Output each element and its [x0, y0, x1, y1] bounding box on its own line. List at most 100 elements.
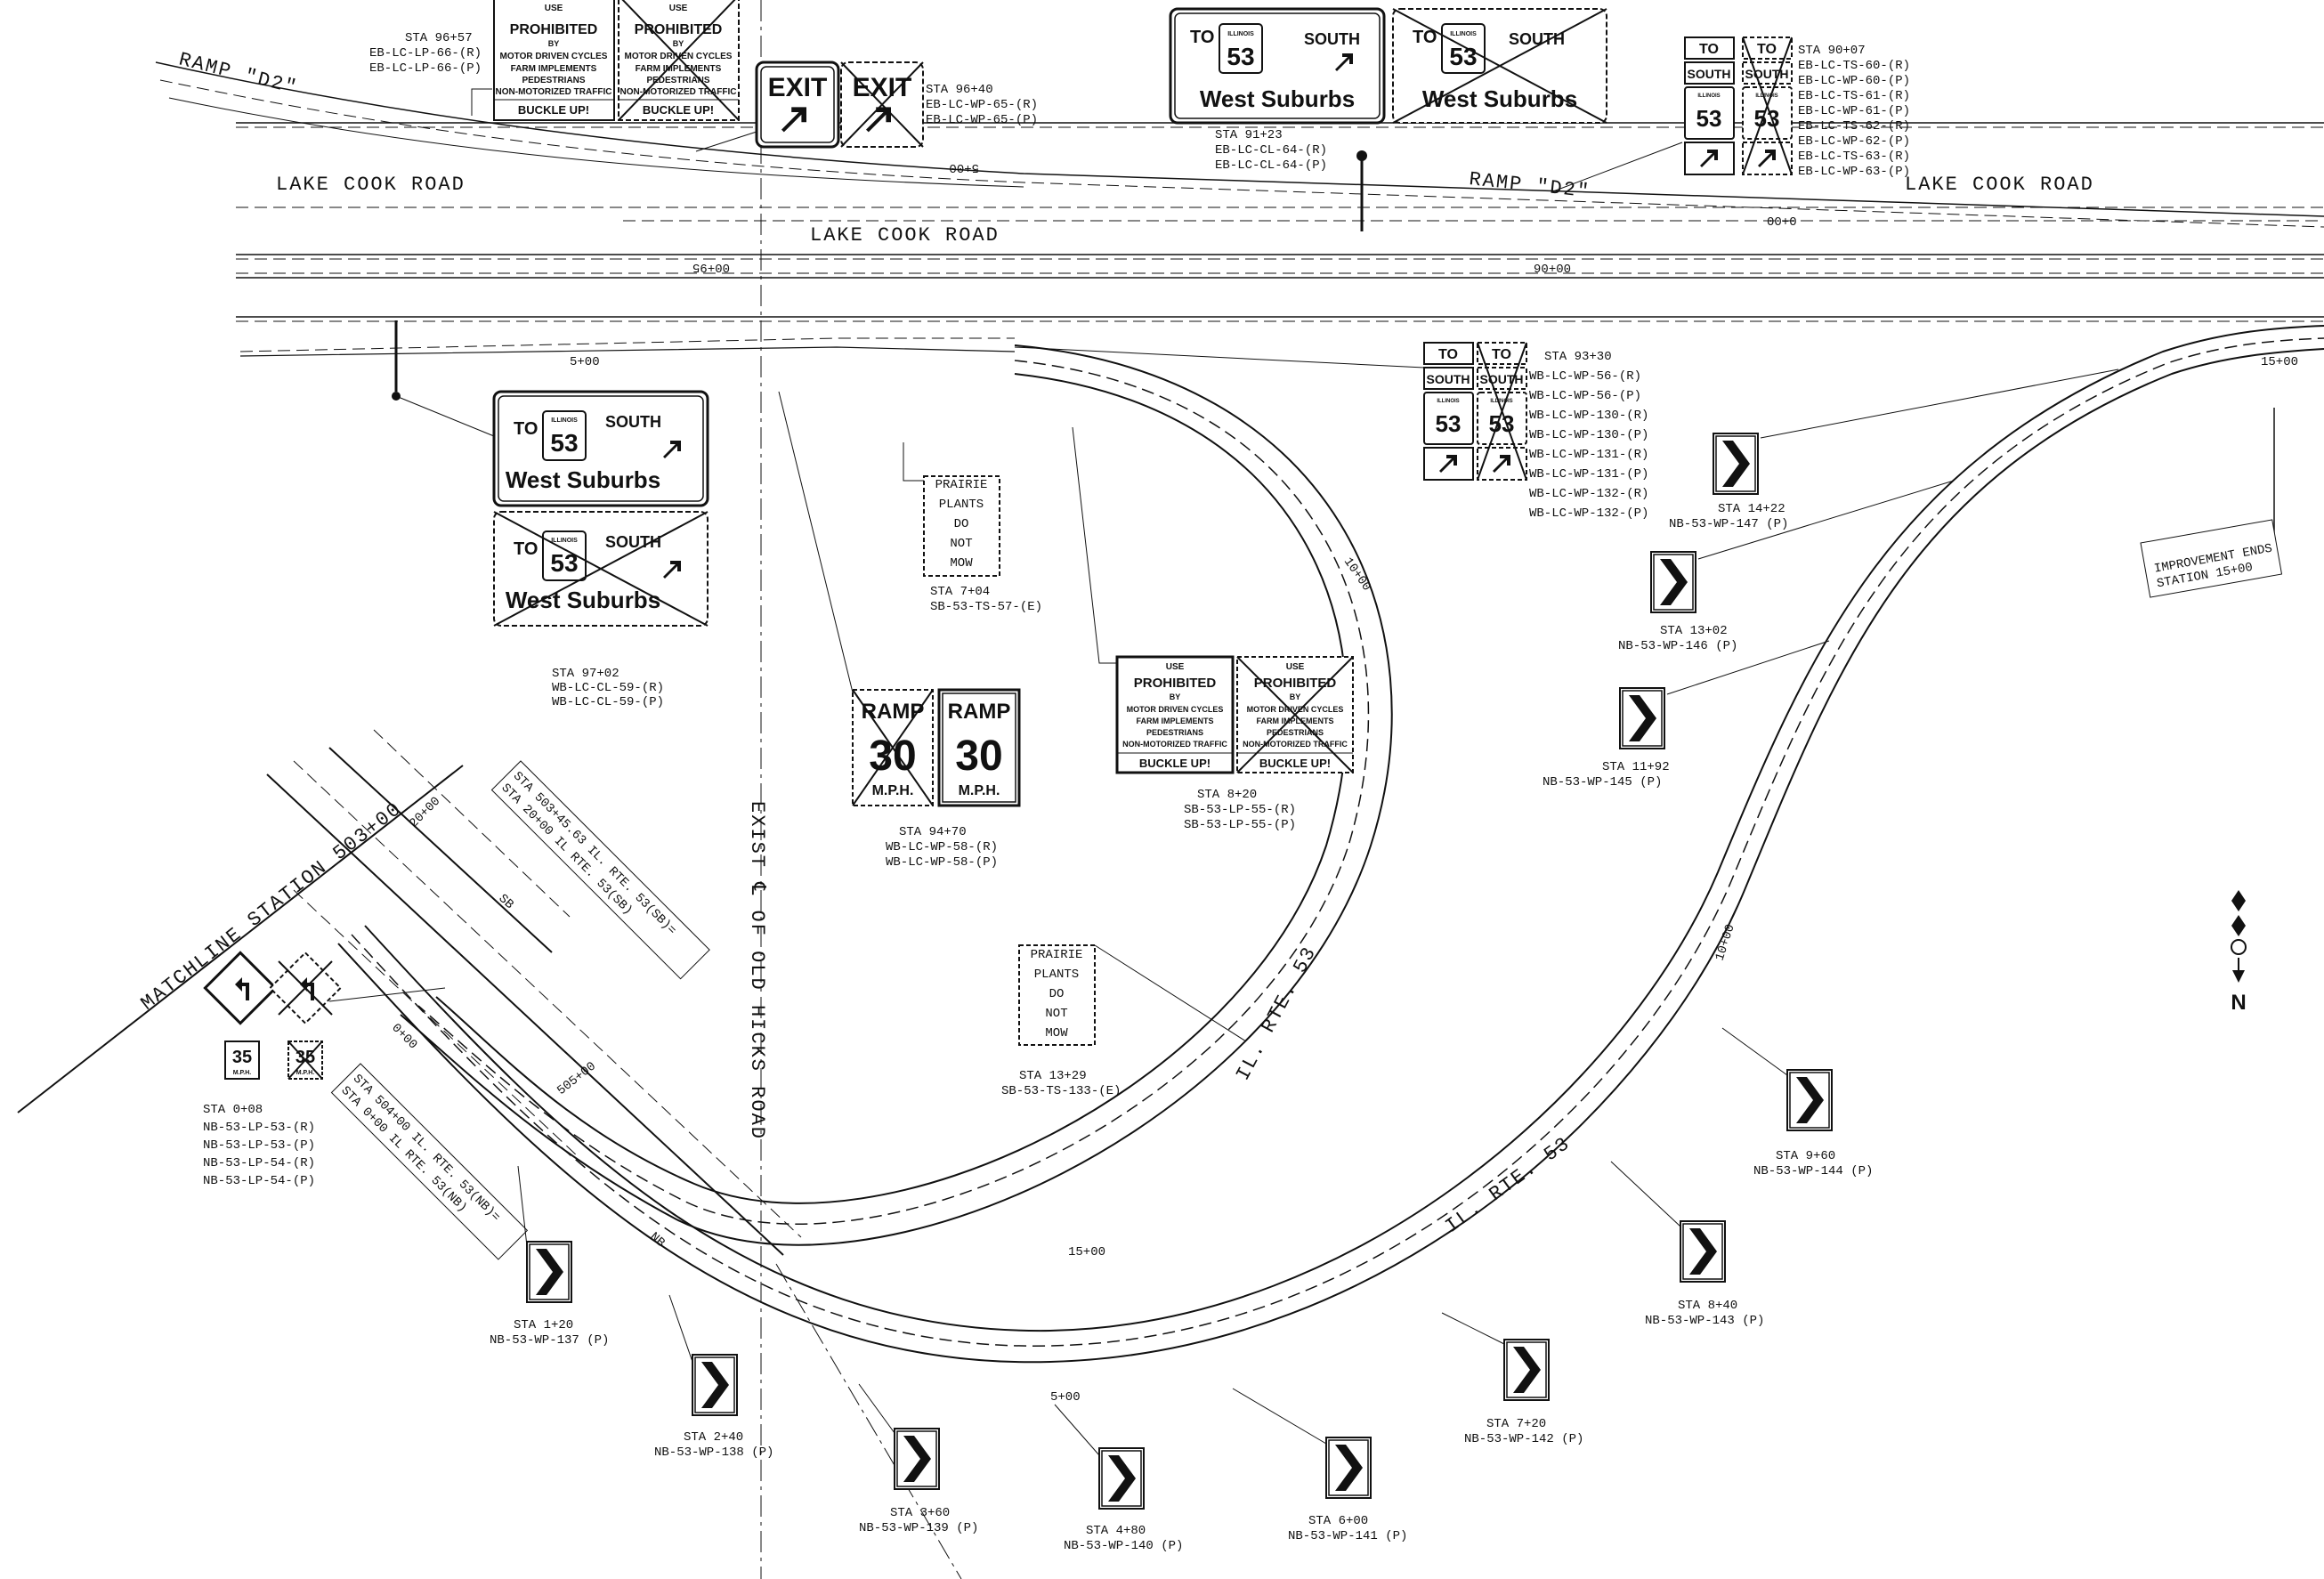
svg-text:NON-MOTORIZED TRAFFIC: NON-MOTORIZED TRAFFIC	[496, 87, 612, 97]
svg-text:PEDESTRIANS: PEDESTRIANS	[1267, 728, 1324, 737]
ramp-d2-label: RAMP "D2"	[176, 49, 300, 100]
svg-text:ILLINOIS: ILLINOIS	[1227, 31, 1254, 37]
equation-line: STA 503+45.63 IL. RTE. 53(SB)=	[510, 769, 679, 938]
svg-text:PROHIBITED: PROHIBITED	[1134, 676, 1217, 691]
station-label: 5+00	[570, 355, 600, 369]
svg-text:West Suburbs: West Suburbs	[506, 466, 660, 493]
svg-text:ILLINOIS: ILLINOIS	[1697, 93, 1720, 99]
station-label: 10+00	[1713, 923, 1738, 963]
svg-text:SOUTH: SOUTH	[1427, 372, 1470, 386]
svg-text:ILLINOIS: ILLINOIS	[1490, 399, 1512, 404]
svg-text:BY: BY	[1290, 692, 1301, 701]
svg-text:SOUTH: SOUTH	[1688, 67, 1731, 81]
svg-text:35: 35	[232, 1048, 252, 1067]
station-label: 00+95	[692, 260, 730, 274]
svg-text:RAMP: RAMP	[862, 700, 925, 724]
svg-text:M.P.H.: M.P.H.	[233, 1070, 252, 1076]
svg-text:TO: TO	[1492, 347, 1511, 362]
svg-text:ILLINOIS: ILLINOIS	[1450, 31, 1477, 37]
svg-text:PEDESTRIANS: PEDESTRIANS	[1146, 728, 1203, 737]
north-arrow: N	[2231, 890, 2247, 1015]
svg-text:FARM IMPLEMENTS: FARM IMPLEMENTS	[1257, 717, 1334, 725]
svg-text:SOUTH: SOUTH	[605, 413, 661, 431]
svg-text:SOUTH: SOUTH	[1480, 372, 1524, 386]
svg-text:NON-MOTORIZED TRAFFIC: NON-MOTORIZED TRAFFIC	[1243, 740, 1348, 749]
svg-text:West Suburbs: West Suburbs	[1422, 85, 1577, 112]
svg-text:MOTOR DRIVEN CYCLES: MOTOR DRIVEN CYCLES	[1127, 705, 1224, 714]
svg-text:SOUTH: SOUTH	[1509, 30, 1565, 48]
svg-text:53: 53	[1436, 410, 1462, 437]
station-equation-sb: STA 503+45.63 IL. RTE. 53(SB)= STA 20+00…	[490, 760, 710, 980]
svg-text:NOT: NOT	[1045, 1007, 1067, 1021]
svg-text:BUCKLE UP!: BUCKLE UP!	[1259, 757, 1331, 770]
old-hicks-road-label: EXIST ℄ OF OLD HICKS ROAD	[746, 801, 768, 1140]
svg-text:NON-MOTORIZED TRAFFIC: NON-MOTORIZED TRAFFIC	[620, 87, 737, 97]
station-label: 15+00	[1068, 1245, 1105, 1259]
svg-text:PLANTS: PLANTS	[1034, 968, 1079, 982]
svg-text:MOW: MOW	[1045, 1026, 1068, 1041]
equation-line: STA 20+00 IL RTE. 53(SB)	[498, 781, 636, 919]
svg-text:NOT: NOT	[950, 537, 972, 551]
svg-text:SOUTH: SOUTH	[1304, 30, 1360, 48]
svg-text:30: 30	[955, 733, 1002, 780]
station-label: 15+00	[2261, 355, 2298, 369]
svg-text:BUCKLE UP!: BUCKLE UP!	[1139, 757, 1211, 770]
svg-text:RAMP: RAMP	[948, 700, 1011, 724]
station-label: 505+00	[555, 1059, 599, 1098]
svg-text:USE: USE	[545, 4, 563, 13]
station-label: 20+00	[407, 795, 443, 831]
svg-text:M.P.H.: M.P.H.	[296, 1070, 315, 1076]
svg-text:MOTOR DRIVEN CYCLES: MOTOR DRIVEN CYCLES	[1247, 705, 1344, 714]
svg-text:DO: DO	[954, 517, 969, 531]
svg-text:FARM IMPLEMENTS: FARM IMPLEMENTS	[636, 64, 722, 74]
svg-text:SOUTH: SOUTH	[1745, 67, 1789, 81]
station-label: 00+06	[1534, 260, 1571, 274]
svg-text:BY: BY	[1170, 692, 1181, 701]
svg-text:TO: TO	[1413, 28, 1437, 47]
svg-text:EXIT: EXIT	[853, 73, 912, 102]
svg-text:USE: USE	[1286, 662, 1305, 672]
svg-text:PROHIBITED: PROHIBITED	[1254, 676, 1337, 691]
svg-text:TO: TO	[1190, 28, 1214, 47]
use-prohibited-sign-middle: USE PROHIBITED BY MOTOR DRIVEN CYCLES FA…	[1072, 426, 1354, 832]
svg-text:BUCKLE UP!: BUCKLE UP!	[518, 103, 589, 117]
svg-text:ILLINOIS: ILLINOIS	[551, 417, 578, 424]
svg-text:53: 53	[1696, 105, 1722, 132]
guide-sign-top: TO ILLINOIS 53 SOUTH West Suburbs TO ILL…	[1169, 7, 1607, 231]
lake-cook-road-label: LAKE COOK ROAD	[276, 174, 466, 196]
svg-text:DO: DO	[1049, 987, 1065, 1001]
svg-text:FARM IMPLEMENTS: FARM IMPLEMENTS	[1137, 717, 1214, 725]
svg-text:ILLINOIS: ILLINOIS	[1755, 93, 1777, 99]
svg-text:ILLINOIS: ILLINOIS	[1437, 399, 1459, 404]
roadway-linework	[17, 0, 2324, 1579]
trailblazer-assembly-middle: TO SOUTH ILLINOIS 53 TO SOUTH ILLINOIS 5…	[1014, 342, 1648, 521]
svg-text:53: 53	[550, 429, 578, 457]
road-labels: LAKE COOK ROAD LAKE COOK ROAD LAKE COOK …	[137, 49, 2283, 1251]
svg-text:West Suburbs: West Suburbs	[506, 587, 660, 613]
il-rte-53-label: IL. RTE. 53	[1441, 1132, 1575, 1238]
svg-text:BUCKLE UP!: BUCKLE UP!	[643, 103, 714, 117]
lake-cook-road-label: LAKE COOK ROAD	[810, 224, 1000, 247]
svg-text:35: 35	[296, 1048, 315, 1067]
svg-text:TO: TO	[514, 539, 538, 559]
